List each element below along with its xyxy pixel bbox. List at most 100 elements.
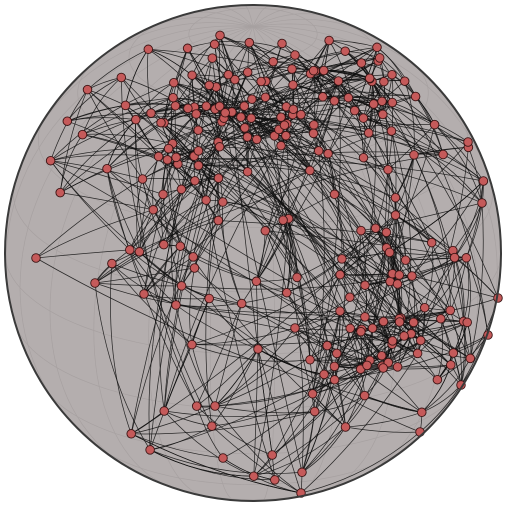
network-edge	[60, 192, 154, 211]
network-edge	[373, 103, 469, 143]
network-node	[419, 302, 430, 313]
network-node	[230, 74, 240, 85]
network-edge	[189, 267, 195, 345]
network-node	[126, 429, 136, 439]
network-edge	[149, 298, 210, 451]
network-node	[329, 96, 340, 106]
network-node	[171, 300, 181, 310]
network-node	[378, 109, 388, 120]
network-node	[45, 155, 56, 166]
network-node	[189, 263, 200, 273]
network-edge	[206, 199, 284, 221]
network-node	[31, 253, 41, 263]
network-edge	[294, 327, 335, 381]
network-node	[329, 361, 340, 372]
network-node	[360, 280, 370, 290]
network-edge	[171, 189, 182, 306]
network-node	[169, 77, 179, 88]
network-edge	[214, 345, 328, 407]
network-edge	[460, 321, 467, 386]
network-edge	[50, 160, 164, 195]
network-edge	[147, 49, 152, 114]
network-edge	[214, 108, 499, 299]
network-node	[278, 215, 288, 225]
network-edge	[294, 274, 341, 329]
network-node	[107, 258, 117, 269]
network-edge	[411, 275, 499, 299]
network-node	[236, 298, 247, 309]
network-node	[191, 401, 202, 411]
network-node	[359, 390, 370, 401]
network-node	[218, 197, 228, 207]
network-node	[90, 278, 100, 288]
network-edge	[399, 321, 462, 386]
network-node	[384, 247, 395, 258]
network-edge	[253, 366, 335, 477]
network-edge	[94, 244, 164, 284]
network-edge	[253, 218, 289, 477]
network-edge	[392, 343, 471, 359]
network-edge	[282, 219, 311, 360]
graticule-meridian	[252, 23, 435, 84]
network-edge	[389, 124, 435, 253]
network-node	[392, 279, 403, 289]
network-node	[392, 362, 403, 372]
network-node	[213, 173, 224, 183]
network-node	[399, 76, 410, 86]
network-node	[345, 323, 355, 334]
network-node	[125, 245, 135, 255]
network-node	[215, 30, 225, 41]
network-edge	[106, 168, 140, 252]
network-edge	[35, 178, 143, 259]
network-edge	[67, 97, 174, 122]
network-edge	[187, 108, 351, 298]
network-edge	[219, 105, 484, 182]
network-node	[318, 92, 328, 102]
network-node	[356, 326, 366, 337]
network-edge	[421, 358, 471, 413]
network-node	[410, 91, 421, 102]
network-node	[409, 150, 419, 160]
network-edge	[465, 180, 484, 258]
network-node	[445, 305, 456, 316]
network-node	[412, 348, 423, 359]
network-node	[415, 335, 426, 346]
network-node	[432, 374, 443, 385]
network-edge	[375, 202, 483, 229]
network-node	[120, 100, 131, 111]
network-edge	[286, 292, 325, 375]
network-edge	[264, 100, 335, 231]
network-node	[287, 64, 297, 74]
network-edge	[149, 449, 303, 475]
network-node	[297, 467, 307, 478]
network-node	[260, 226, 271, 236]
network-node	[367, 323, 378, 333]
network-node	[332, 348, 342, 359]
network-edge	[296, 227, 376, 278]
graticule-meridian	[5, 26, 254, 298]
network-edge	[222, 201, 243, 304]
network-edge	[194, 201, 224, 269]
network-edge	[312, 80, 341, 394]
network-node	[305, 165, 315, 176]
graticule-meridian	[188, 11, 254, 27]
network-edge	[222, 393, 313, 459]
network-node	[204, 80, 214, 91]
network-node	[368, 99, 379, 109]
network-edge	[340, 274, 413, 277]
network-edge	[363, 157, 396, 216]
network-node	[345, 292, 355, 302]
network-edge	[294, 274, 341, 329]
network-edge	[349, 230, 362, 298]
network-node	[378, 363, 388, 373]
network-node	[153, 151, 164, 162]
network-edge	[87, 89, 143, 180]
network-node	[162, 155, 173, 165]
network-node	[159, 239, 169, 250]
network-node	[260, 92, 271, 103]
network-edge	[129, 199, 207, 251]
network-node	[148, 205, 159, 215]
network-node	[201, 101, 212, 111]
network-node	[176, 281, 187, 291]
network-node	[377, 96, 387, 107]
